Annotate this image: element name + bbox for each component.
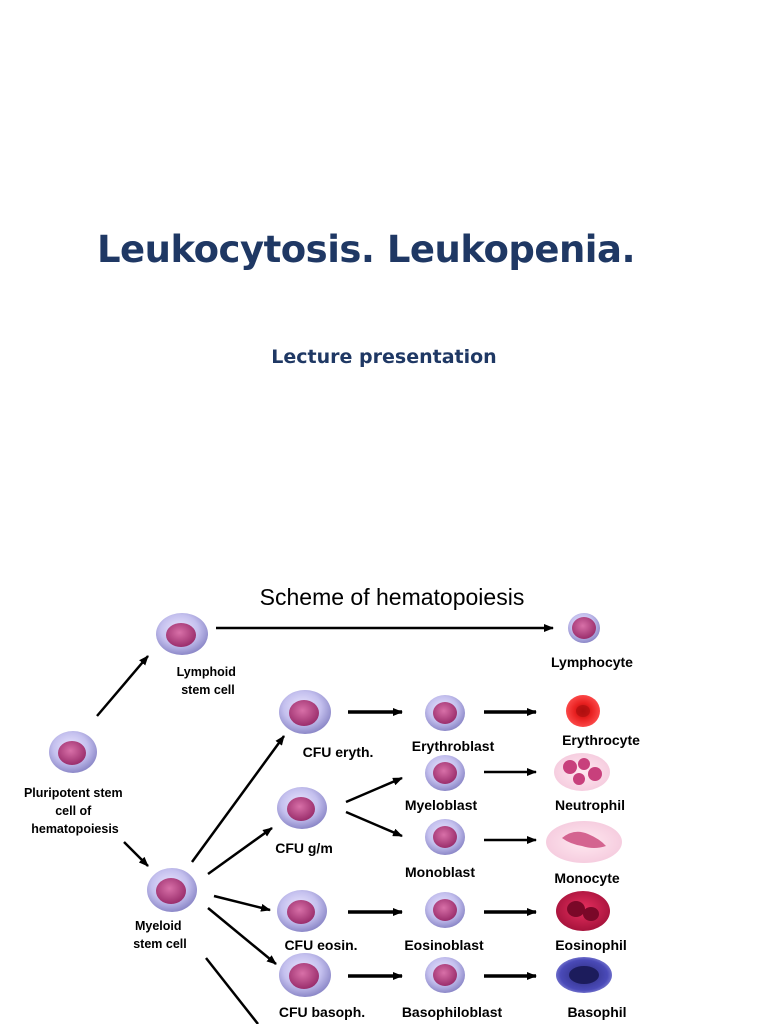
label-basophil: Basophil — [567, 1004, 626, 1020]
cell-lymphocyte — [568, 613, 600, 643]
cell-myeloblast — [425, 755, 465, 791]
cell-cfu-gm — [277, 787, 327, 829]
arrows — [96, 624, 554, 1024]
label-erythroblast: Erythroblast — [412, 738, 495, 754]
label-basophiloblast: Basophiloblast — [402, 1004, 503, 1020]
cell-erythroblast — [425, 695, 465, 731]
label-eosinoblast: Eosinoblast — [404, 937, 484, 953]
cell-eosinoblast — [425, 892, 465, 928]
label-pluripotent: Pluripotent stem cell of hematopoiesis — [24, 786, 126, 836]
label-eosinophil: Eosinophil — [555, 937, 627, 953]
cell-myeloid — [147, 868, 197, 912]
cell-erythrocyte — [566, 695, 600, 727]
cell-lymphoid — [156, 613, 208, 655]
cell-cfu-eosin — [277, 890, 327, 932]
label-erythrocyte: Erythrocyte — [562, 732, 640, 748]
label-neutrophil: Neutrophil — [555, 797, 625, 813]
cell-basophil — [556, 957, 612, 993]
arrow-pluripotent-to-lymphoid — [96, 655, 149, 717]
label-myeloid: Myeloid stem cell — [133, 919, 187, 951]
cell-pluripotent — [49, 731, 97, 773]
cell-monocyte — [546, 821, 622, 863]
arrow-pluripotent-to-myeloid — [123, 841, 149, 867]
label-cfu-eosin: CFU eosin. — [284, 937, 357, 953]
arrow-myeloid-to-offscreen — [205, 957, 259, 1024]
label-myeloblast: Myeloblast — [405, 797, 478, 813]
arrow-myeloid-to-cfu-gm — [207, 826, 273, 876]
cell-neutrophil — [554, 753, 610, 791]
cell-cfu-eryth — [279, 690, 331, 734]
cell-basophiloblast — [425, 957, 465, 993]
label-cfu-basoph: CFU basoph. — [279, 1004, 365, 1020]
arrow-cfu-gm-to-myeloblast — [345, 776, 403, 804]
cell-cfu-basoph — [279, 953, 331, 997]
arrow-myeloid-to-cfu-eosin — [213, 894, 271, 912]
arrow-cfu-gm-to-monoblast — [345, 810, 403, 838]
cell-eosinophil — [556, 891, 610, 931]
label-cfu-eryth: CFU eryth. — [303, 744, 374, 760]
label-monocyte: Monocyte — [554, 870, 620, 886]
cell-monoblast — [425, 819, 465, 855]
slide-subtitle: Lecture presentation — [271, 346, 497, 368]
label-lymphocyte: Lymphocyte — [551, 654, 633, 670]
arrow-myeloid-to-cfu-eryth — [190, 735, 286, 863]
slide-title: Leukocytosis. Leukopenia. — [96, 228, 636, 271]
scheme-title: Scheme of hematopoiesis — [260, 584, 525, 610]
label-cfu-gm: CFU g/m — [275, 840, 333, 856]
label-lymphoid: Lymphoid stem cell — [177, 665, 240, 697]
arrow-myeloid-to-cfu-basoph — [207, 907, 277, 965]
label-monoblast: Monoblast — [405, 864, 475, 880]
